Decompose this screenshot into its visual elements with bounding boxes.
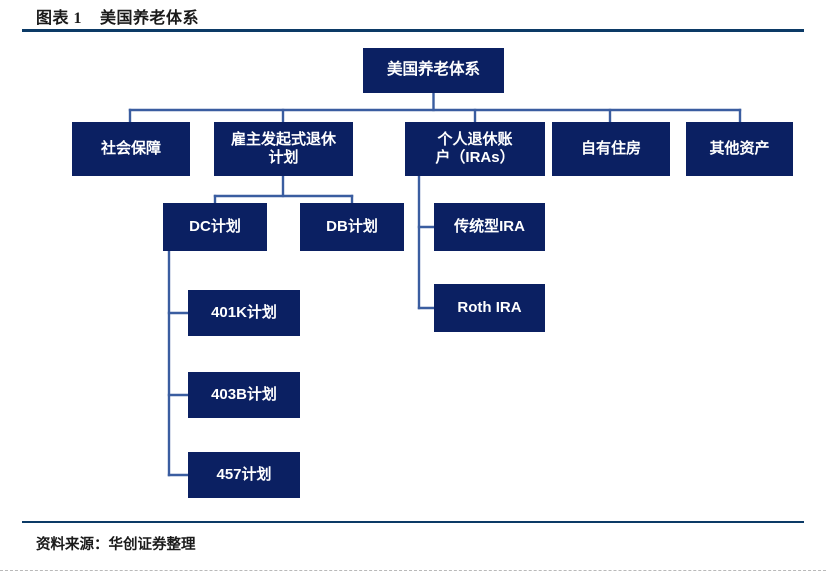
connector-lines	[128, 91, 742, 477]
node-457-plan[interactable]: 457计划	[188, 452, 300, 498]
node-dc-plan[interactable]: DC计划	[163, 203, 267, 251]
node-employer-sponsored-plan[interactable]: 雇主发起式退休 计划	[214, 122, 353, 176]
node-401k-plan[interactable]: 401K计划	[188, 290, 300, 336]
node-other-assets[interactable]: 其他资产	[686, 122, 793, 176]
node-403b-plan[interactable]: 403B计划	[188, 372, 300, 418]
page-bottom-divider	[0, 570, 826, 571]
node-root[interactable]: 美国养老体系	[363, 48, 504, 93]
footer-rule	[22, 521, 804, 523]
node-roth-ira[interactable]: Roth IRA	[434, 284, 545, 332]
node-social-security[interactable]: 社会保障	[72, 122, 190, 176]
header-rule	[22, 29, 804, 32]
node-traditional-ira[interactable]: 传统型IRA	[434, 203, 545, 251]
page-title: 图表 1 美国养老体系	[36, 10, 200, 27]
node-owned-housing[interactable]: 自有住房	[552, 122, 670, 176]
source-note: 资料来源：华创证券整理	[36, 537, 196, 553]
org-chart: 美国养老体系 社会保障 雇主发起式退休 计划 个人退休账 户（IRAs） 自有住…	[0, 33, 826, 519]
node-individual-retirement-account[interactable]: 个人退休账 户（IRAs）	[405, 122, 545, 176]
node-db-plan[interactable]: DB计划	[300, 203, 404, 251]
